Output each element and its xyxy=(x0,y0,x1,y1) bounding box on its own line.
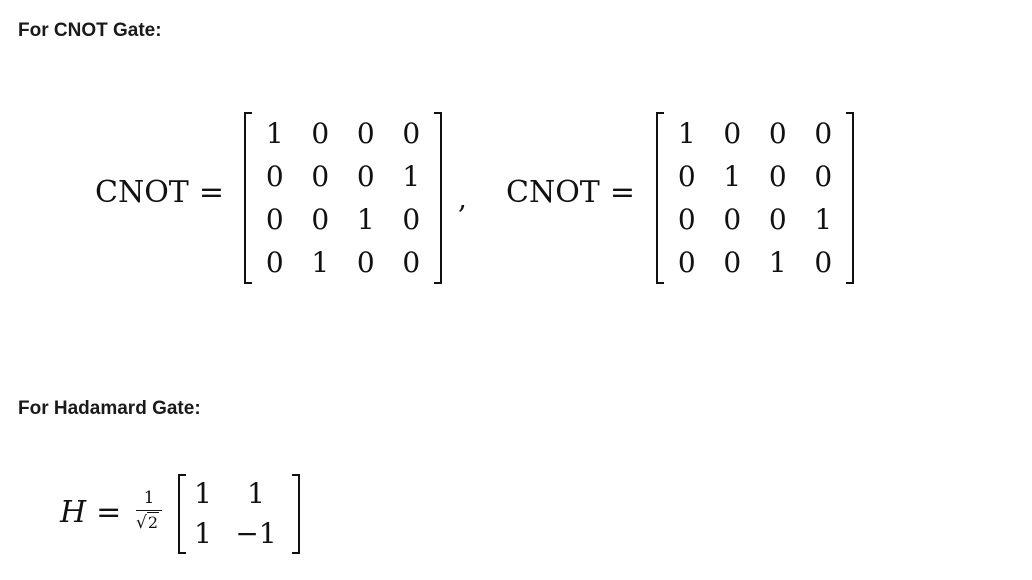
radicand: 2 xyxy=(146,512,160,532)
left-bracket-hadamard xyxy=(178,474,186,554)
matrix-cell: 0 xyxy=(402,116,421,150)
matrix-cell: 0 xyxy=(265,159,284,193)
cnot-label-left: CNOT = xyxy=(95,178,224,208)
matrix-cell: 0 xyxy=(356,159,375,193)
right-bracket-cnot-right xyxy=(846,112,854,284)
matrix-cell: 0 xyxy=(311,159,330,193)
cnot-name-right: CNOT xyxy=(506,175,600,210)
matrix-cell: 1 xyxy=(311,245,330,279)
matrix-cell: 0 xyxy=(311,202,330,236)
matrix-cell: 0 xyxy=(677,245,696,279)
fraction-denominator: √2 xyxy=(136,512,160,533)
matrix-cell: 0 xyxy=(768,159,787,193)
matrix-cell: 1 xyxy=(247,477,265,510)
matrix-cell: 0 xyxy=(723,116,742,150)
left-bracket-cnot-left xyxy=(244,112,252,284)
matrix-cell: 0 xyxy=(356,245,375,279)
right-bracket-hadamard xyxy=(292,474,300,554)
cnot-section-heading: For CNOT Gate: xyxy=(18,20,162,41)
matrix-cell: 0 xyxy=(311,116,330,150)
matrix-cell: 0 xyxy=(814,245,833,279)
equals-sign-right: = xyxy=(609,175,635,210)
matrix-cell: 1 xyxy=(194,477,212,510)
matrix-cell: 1 xyxy=(356,202,375,236)
matrix-cell: 0 xyxy=(402,245,421,279)
hadamard-section-heading: For Hadamard Gate: xyxy=(18,398,201,419)
hadamard-symbol: H xyxy=(60,495,87,530)
matrix-cell: 1 xyxy=(677,116,696,150)
cnot-name-left: CNOT xyxy=(95,175,189,210)
right-bracket-cnot-left xyxy=(434,112,442,284)
matrix-cell: 1 xyxy=(768,245,787,279)
hadamard-normalization-fraction: 1 √2 xyxy=(132,488,166,548)
matrix-cell: 0 xyxy=(768,116,787,150)
equals-sign-left: = xyxy=(198,175,224,210)
matrix-cell: 1 xyxy=(265,116,284,150)
matrix-cell: 0 xyxy=(814,159,833,193)
matrix-cell: 0 xyxy=(723,202,742,236)
hadamard-matrix: 1 1 1 −1 xyxy=(186,474,292,554)
equation-separator-comma: , xyxy=(458,182,467,215)
matrix-cell: 0 xyxy=(814,116,833,150)
matrix-cell: 0 xyxy=(265,245,284,279)
matrix-cell: 0 xyxy=(677,202,696,236)
hadamard-equals-sign: = xyxy=(96,495,122,530)
cnot-label-right: CNOT = xyxy=(506,178,635,208)
matrix-cell: 0 xyxy=(402,202,421,236)
matrix-cell: 1 xyxy=(194,517,212,550)
matrix-cell: 0 xyxy=(723,245,742,279)
matrix-cell: 1 xyxy=(402,159,421,193)
matrix-cell: −1 xyxy=(235,517,277,550)
radical-sign: √ xyxy=(136,513,147,533)
matrix-cell: 1 xyxy=(814,202,833,236)
fraction-numerator: 1 xyxy=(143,488,155,508)
hadamard-label: H= xyxy=(60,498,121,528)
left-bracket-cnot-right xyxy=(656,112,664,284)
fraction-bar xyxy=(136,510,162,511)
matrix-cell: 0 xyxy=(768,202,787,236)
matrix-cell: 0 xyxy=(356,116,375,150)
matrix-cell: 0 xyxy=(265,202,284,236)
matrix-cell: 1 xyxy=(723,159,742,193)
matrix-cell: 0 xyxy=(677,159,696,193)
